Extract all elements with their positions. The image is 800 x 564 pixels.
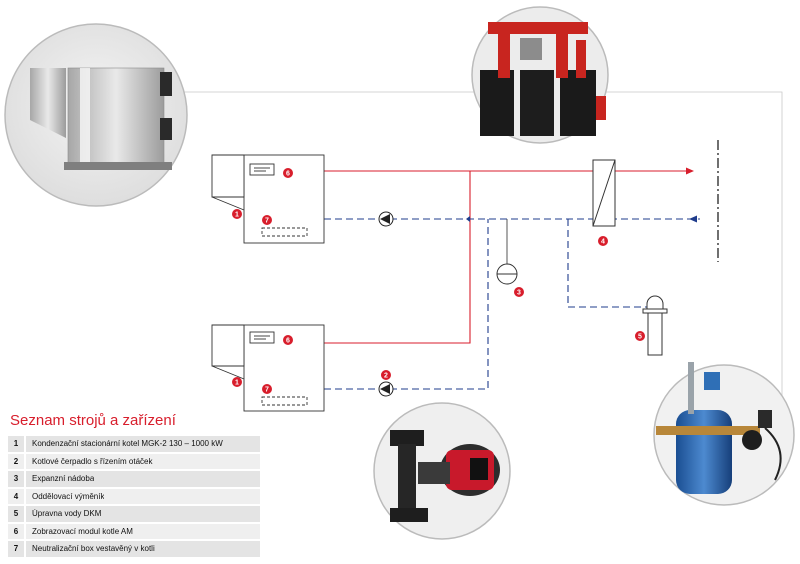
legend-item-text: Oddělovací výměník	[32, 491, 105, 501]
svg-text:5: 5	[638, 334, 642, 341]
equipment-legend: Seznam strojů a zařízení 1 Kondenzační s…	[8, 412, 260, 559]
boiler-1	[211, 154, 325, 244]
water-treatment-unit	[642, 295, 668, 356]
plate-heat-exchanger	[592, 159, 616, 227]
legend-item-number: 5	[8, 506, 26, 522]
marker-pump: 2	[381, 370, 391, 380]
photo-water-treatment	[653, 362, 795, 506]
legend-item: 3 Expanzní nádoba	[8, 471, 260, 487]
svg-text:7: 7	[265, 387, 269, 394]
supply-pipes	[324, 170, 693, 344]
marker-boiler1-display: 6	[283, 168, 293, 178]
legend-item-text: Úpravna vody DKM	[32, 509, 102, 519]
photo-boiler	[4, 23, 188, 207]
legend-item: 6 Zobrazovací modul kotle AM	[8, 523, 260, 539]
legend-item-text: Neutralizační box vestavěný v kotli	[32, 544, 155, 554]
legend-item-number: 6	[8, 523, 26, 539]
photo-cascade-piping	[471, 6, 609, 144]
legend-item-text: Expanzní nádoba	[32, 474, 95, 484]
frame-line	[150, 91, 783, 440]
marker-boiler2-display: 6	[283, 335, 293, 345]
pump-2-symbol	[378, 381, 394, 397]
legend-item-number: 3	[8, 471, 26, 487]
legend-item: 5 Úpravna vody DKM	[8, 506, 260, 522]
svg-text:3: 3	[517, 290, 521, 297]
legend-item-number: 7	[8, 541, 26, 557]
svg-text:1: 1	[235, 212, 239, 219]
svg-text:6: 6	[286, 171, 290, 178]
svg-text:2: 2	[384, 373, 388, 380]
marker-water-treatment: 5	[635, 331, 645, 341]
legend-title: Seznam strojů a zařízení	[10, 412, 176, 429]
legend-list: 1 Kondenzační stacionární kotel MGK-2 13…	[8, 436, 260, 557]
marker-boiler1-neutralization: 7	[262, 215, 272, 225]
legend-item: 7 Neutralizační box vestavěný v kotli	[8, 541, 260, 557]
marker-expansion-vessel: 3	[514, 287, 524, 297]
legend-item: 1 Kondenzační stacionární kotel MGK-2 13…	[8, 436, 260, 452]
marker-boiler1-main: 1	[232, 209, 242, 219]
svg-text:6: 6	[286, 338, 290, 345]
legend-item-number: 1	[8, 436, 26, 452]
legend-item-text: Kondenzační stacionární kotel MGK-2 130 …	[32, 439, 223, 449]
legend-item-text: Zobrazovací modul kotle AM	[32, 526, 133, 536]
expansion-vessel	[496, 219, 518, 285]
return-pipes	[324, 218, 700, 390]
marker-heat-exchanger: 4	[598, 236, 608, 246]
legend-item: 2 Kotlové čerpadlo s řízením otáček	[8, 453, 260, 469]
svg-text:7: 7	[265, 218, 269, 225]
return-flow-arrow	[689, 215, 697, 223]
boiler-2	[211, 324, 325, 412]
pump-1-symbol	[378, 211, 394, 227]
supply-flow-arrow	[686, 167, 694, 175]
marker-boiler2-main: 1	[232, 377, 242, 387]
svg-text:4: 4	[601, 239, 605, 246]
svg-text:1: 1	[235, 380, 239, 387]
marker-boiler2-neutralization: 7	[262, 384, 272, 394]
legend-item: 4 Oddělovací výměník	[8, 488, 260, 504]
legend-item-number: 4	[8, 488, 26, 504]
photo-circulation-pump	[373, 402, 511, 540]
legend-item-text: Kotlové čerpadlo s řízením otáček	[32, 456, 153, 466]
return-inner-arrow	[466, 216, 470, 222]
legend-item-number: 2	[8, 453, 26, 469]
